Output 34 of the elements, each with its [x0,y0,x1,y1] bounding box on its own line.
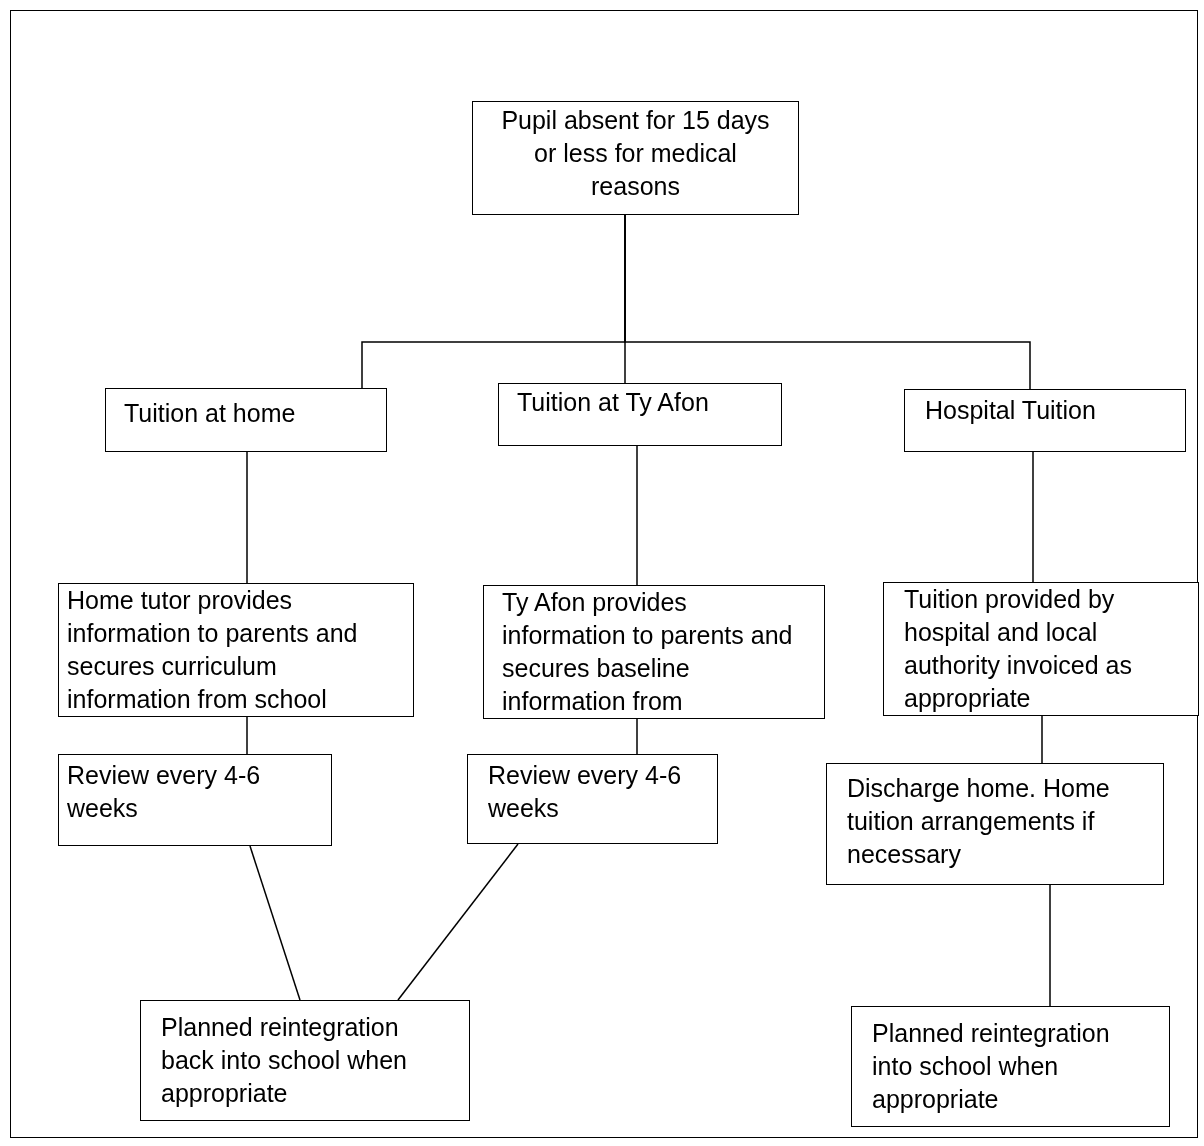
box-text: Home tutor provides information to parents and secures curriculum information from school [67,585,359,715]
box-text: Tuition at home [124,398,297,429]
process-box [851,1006,1170,1127]
process-box [58,754,332,846]
connector-line [397,843,519,1001]
box-text: Planned reintegration back into school when appropriate [161,1012,408,1109]
process-box [472,101,799,215]
connector-line [1032,451,1034,583]
process-box [467,754,718,844]
process-box [105,388,387,452]
process-box [140,1000,470,1121]
connector-line [636,445,638,586]
process-box [498,383,782,446]
box-text: Ty Afon provides information to parents and secures baseline information from [502,587,794,717]
process-box [904,389,1186,452]
connector-line [246,451,248,584]
box-text: Tuition at Ty Afon [517,387,710,418]
connector-line [249,845,301,1001]
process-box [58,583,414,717]
connector-line [246,716,248,755]
box-text: Discharge home. Home tuition arrangements if necessary [847,773,1111,870]
box-text: Review every 4-6 weeks [67,760,262,824]
connector-line [1041,715,1043,764]
box-text: Tuition provided by hospital and local authority invoiced as appropriate [904,584,1133,714]
box-text: Planned reintegration into school when appropriate [872,1018,1111,1115]
process-box [883,582,1199,716]
box-text: Hospital Tuition [925,395,1097,426]
process-box [483,585,825,719]
box-text: Review every 4-6 weeks [488,760,683,824]
process-box [826,763,1164,885]
box-text: Pupil absent for 15 days or less for medical reasons [500,105,771,202]
connector-line [636,718,638,755]
connector-line [624,214,1031,390]
connector-line [1049,884,1051,1007]
